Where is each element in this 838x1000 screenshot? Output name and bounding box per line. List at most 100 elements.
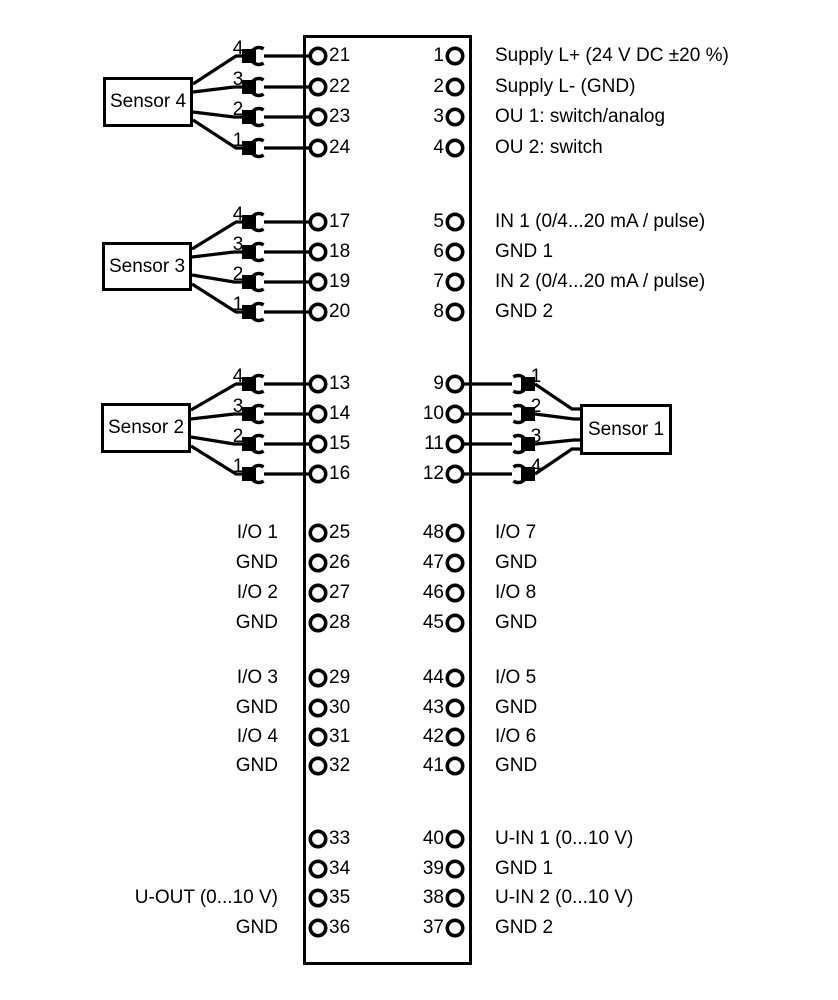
plug-number: 4 (530, 456, 542, 477)
right-pin-label: GND 1 (495, 241, 554, 262)
sensor-4-box (103, 77, 193, 127)
pin-circle (308, 77, 328, 97)
right-pin-number: 46 (422, 582, 444, 603)
right-pin-label: I/O 6 (495, 726, 537, 747)
connector-body-outline (303, 35, 472, 965)
left-pin-number: 36 (329, 917, 351, 938)
right-pin-label: GND (495, 755, 538, 776)
wire (191, 273, 242, 284)
pin-circle (445, 727, 465, 747)
right-pin-label: GND (495, 612, 538, 633)
left-pin-number: 22 (329, 76, 351, 97)
plug-number: 2 (232, 426, 244, 447)
plug-number: 4 (232, 366, 244, 387)
pin-circle (308, 374, 328, 394)
left-pin-number: 20 (329, 301, 351, 322)
left-pin-label: GND (235, 552, 278, 573)
plug-number: 3 (232, 69, 244, 90)
pin-circle (308, 756, 328, 776)
plug-number: 4 (232, 38, 244, 59)
sensor-2-label: Sensor 2 (107, 417, 185, 438)
pin-circle (445, 272, 465, 292)
right-pin-label: IN 1 (0/4...20 mA / pulse) (495, 211, 706, 232)
right-pin-number: 45 (422, 612, 444, 633)
wire (190, 412, 242, 421)
left-pin-number: 35 (329, 887, 351, 908)
pin-circle (308, 107, 328, 127)
sensor-1-label: Sensor 1 (587, 419, 665, 440)
left-pin-label: GND (235, 612, 278, 633)
wire (190, 435, 242, 446)
pin-circle (445, 553, 465, 573)
left-pin-label: I/O 4 (236, 726, 278, 747)
right-pin-label: Supply L+ (24 V DC ±20 %) (495, 45, 729, 66)
left-pin-number: 18 (329, 241, 351, 262)
pin-circle (308, 242, 328, 262)
left-pin-label: GND (235, 697, 278, 718)
wires (190, 54, 581, 476)
left-pin-label: GND (235, 755, 278, 776)
pin-circle (445, 302, 465, 322)
left-pin-number: 34 (329, 858, 351, 879)
left-pin-number: 30 (329, 697, 351, 718)
pin-circle (445, 107, 465, 127)
right-pin-number: 43 (422, 697, 444, 718)
left-pin-number: 14 (329, 403, 351, 424)
wire (191, 250, 242, 259)
right-pin-number: 4 (433, 137, 444, 158)
pin-circle (445, 374, 465, 394)
left-pin-label: GND (235, 917, 278, 938)
right-pin-label: GND 1 (495, 858, 554, 879)
wire (192, 85, 242, 94)
pin-circle (308, 523, 328, 543)
left-pin-number: 17 (329, 211, 351, 232)
wire (192, 118, 242, 150)
wire (534, 438, 581, 446)
right-pin-number: 7 (433, 271, 444, 292)
right-pin-number: 42 (422, 726, 444, 747)
pin-circle (308, 434, 328, 454)
pin-circle (445, 404, 465, 424)
right-pin-label: OU 2: switch (495, 137, 603, 158)
pin-circle (308, 613, 328, 633)
left-pin-number: 15 (329, 433, 351, 454)
pin-circle (445, 583, 465, 603)
left-pin-circles (308, 46, 328, 938)
left-pin-number: 16 (329, 463, 351, 484)
right-pin-label: U-IN 2 (0...10 V) (495, 887, 634, 908)
plug-number: 2 (530, 396, 542, 417)
right-pin-number: 1 (433, 45, 444, 66)
pin-circle (308, 464, 328, 484)
pin-circle (445, 668, 465, 688)
wire (191, 220, 242, 251)
pin-circle (308, 727, 328, 747)
pin-circle (445, 918, 465, 938)
pin-circle (445, 523, 465, 543)
pin-circle (308, 553, 328, 573)
right-pin-label: I/O 7 (495, 522, 537, 543)
pin-circle (308, 859, 328, 879)
right-pin-number: 40 (422, 828, 444, 849)
wire (190, 382, 242, 412)
pin-circle (445, 46, 465, 66)
pin-circle (445, 138, 465, 158)
right-pin-number: 6 (433, 241, 444, 262)
sensor-3-box (102, 242, 192, 291)
pin-circle (445, 888, 465, 908)
pin-circle (308, 138, 328, 158)
pin-circle (308, 668, 328, 688)
left-pin-number: 29 (329, 667, 351, 688)
right-pin-number: 3 (433, 106, 444, 127)
wire (190, 444, 242, 476)
left-pin-number: 25 (329, 522, 351, 543)
right-pin-label: OU 1: switch/analog (495, 106, 666, 127)
right-pin-number: 11 (424, 433, 444, 454)
right-pin-label: IN 2 (0/4...20 mA / pulse) (495, 271, 706, 292)
right-pin-number: 2 (433, 76, 444, 97)
left-pin-number: 31 (329, 726, 351, 747)
wire (534, 412, 581, 421)
left-pin-number: 26 (329, 552, 351, 573)
pin-circle (308, 698, 328, 718)
right-pin-number: 39 (422, 858, 444, 879)
